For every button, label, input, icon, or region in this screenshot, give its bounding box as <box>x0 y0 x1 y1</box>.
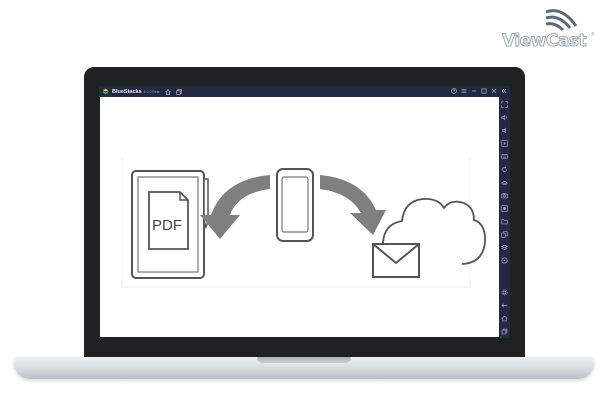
laptop-base <box>14 357 594 379</box>
settings-icon[interactable] <box>501 289 508 296</box>
rotate-icon[interactable] <box>501 166 508 173</box>
menu-icon[interactable] <box>461 88 467 94</box>
bluestacks-window: BlueStacks 5.0.0 Beta <box>99 86 510 338</box>
layers-icon[interactable] <box>501 244 508 251</box>
maximize-icon[interactable] <box>481 88 487 94</box>
media-icon[interactable] <box>501 140 508 147</box>
collapse-sidebar-icon[interactable] <box>501 88 507 94</box>
laptop-notch <box>257 357 351 363</box>
signal-waves-icon <box>545 9 578 32</box>
folder-icon[interactable] <box>501 218 508 225</box>
volume-down-icon[interactable] <box>501 127 508 134</box>
app-version: 5.0.0 Beta <box>143 89 160 94</box>
keyboard-icon[interactable] <box>501 153 508 160</box>
back-icon[interactable] <box>501 302 508 309</box>
multi-instance-icon[interactable] <box>175 88 182 95</box>
copy-icon[interactable] <box>501 231 508 238</box>
minimize-icon[interactable] <box>471 88 477 94</box>
app-title: BlueStacks <box>112 88 142 95</box>
viewcast-wordmark: ViewCast <box>501 31 587 52</box>
record-icon[interactable] <box>501 205 508 212</box>
registered-mark: ® <box>591 32 595 38</box>
location-icon[interactable] <box>501 257 508 264</box>
share-illustration: PDF <box>121 157 486 288</box>
left-arrow-icon <box>200 175 270 239</box>
right-toolbar <box>499 97 510 338</box>
mail-icon <box>372 243 420 278</box>
help-icon[interactable] <box>451 88 457 94</box>
viewcast-logo: ViewCast ® <box>500 4 596 52</box>
android-home-icon[interactable] <box>501 315 508 322</box>
pdf-label: PDF <box>152 217 182 234</box>
volume-up-icon[interactable] <box>501 114 508 121</box>
home-icon[interactable] <box>165 88 171 95</box>
screenshot-icon[interactable] <box>501 192 508 199</box>
window-controls <box>451 88 507 94</box>
right-arrow-icon <box>320 175 386 235</box>
title-bar[interactable]: BlueStacks 5.0.0 Beta <box>99 86 510 97</box>
fullscreen-icon[interactable] <box>501 101 508 108</box>
close-icon[interactable] <box>491 88 497 94</box>
android-screen[interactable]: PDF <box>100 97 499 337</box>
recent-apps-icon[interactable] <box>501 328 508 335</box>
bluestacks-logo-icon <box>102 88 109 95</box>
phone-device <box>276 168 314 242</box>
shake-icon[interactable] <box>501 179 508 186</box>
